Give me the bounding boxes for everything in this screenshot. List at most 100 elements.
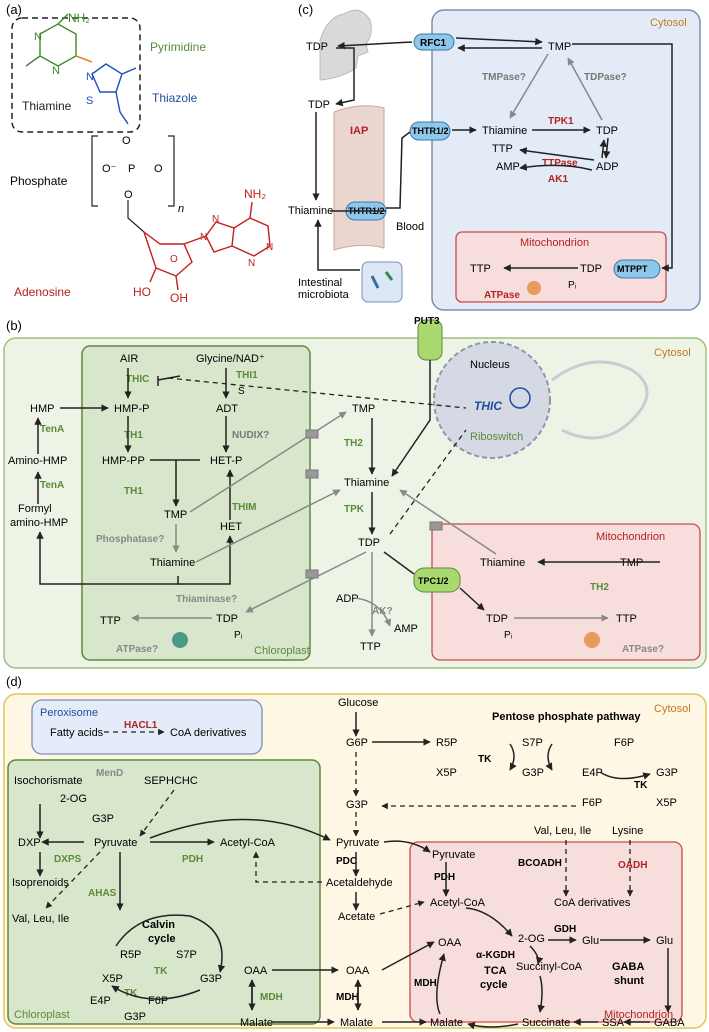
tpk-enzyme: TPK <box>344 504 365 515</box>
membrane-channels <box>305 429 443 579</box>
hmp-p-label: HMP-P <box>114 403 149 415</box>
tpk1-label: TPK1 <box>548 116 574 127</box>
panel-c: (c) Cytosol Mitochondrion TDP RFC1 TMP T… <box>288 2 701 311</box>
fatty-acids-label: Fatty acids <box>50 727 104 739</box>
formyl-label: Formyl <box>18 503 52 515</box>
2og-mito-label: 2-OG <box>518 933 545 945</box>
g3p-cyt-label: G3P <box>346 799 368 811</box>
adp-c: ADP <box>596 161 619 173</box>
x5p-label: X5P <box>436 767 457 779</box>
r5p-chl-label: R5P <box>120 949 141 961</box>
atpase-mito-b-enzyme: ATPase? <box>622 644 664 655</box>
g3p-c-label: G3P <box>92 813 114 825</box>
th1b-enzyme: TH1 <box>124 486 143 497</box>
tpc-label: TPC1/2 <box>418 576 449 586</box>
adt-label: ADT <box>216 403 238 415</box>
cytosol-b-label: Cytosol <box>654 347 691 359</box>
e4p-label: E4P <box>582 767 603 779</box>
thiamine-label: Thiamine <box>22 99 72 113</box>
r5p-label: R5P <box>436 737 457 749</box>
tmp-mito-b-label: TMP <box>620 557 643 569</box>
nh2-adenine-label: NH₂ <box>244 187 266 201</box>
f6p-label: F6P <box>614 737 634 749</box>
coa-deriv-mito-label: CoA derivatives <box>554 897 631 909</box>
n-ade2-label: N <box>212 214 219 225</box>
mito-b-region <box>431 523 701 661</box>
glu-mito-label: Glu <box>582 935 599 947</box>
riboswitch-icon <box>509 387 531 409</box>
tk2-enzyme: TK <box>634 780 648 791</box>
glu-cyt-label: Glu <box>656 935 673 947</box>
acetyl-coa-mito-label: Acetyl-CoA <box>430 897 486 909</box>
o-dbl-label: O <box>154 163 163 175</box>
thim-enzyme: THIM <box>232 502 256 513</box>
cytosol-d-label: Cytosol <box>654 703 691 715</box>
mito-d-region <box>409 841 683 1023</box>
bcoadh-enzyme: BCOADH <box>518 858 562 869</box>
ribose-ring <box>142 230 207 291</box>
malate-mito-label: Malate <box>430 1017 463 1029</box>
thiazole-ring <box>91 63 137 93</box>
mend-enzyme: MenD <box>96 768 123 779</box>
pi-chl-label: Pᵢ <box>234 630 243 641</box>
tpc-transporter[interactable] <box>413 567 461 593</box>
het-p-label: HET-P <box>210 455 242 467</box>
p-label: P <box>128 163 135 175</box>
isochorismate-label: Isochorismate <box>14 775 82 787</box>
amp-c: AMP <box>496 161 520 173</box>
calvin-label: Calvin <box>142 919 175 931</box>
pdc-enzyme: PDC <box>336 856 357 867</box>
vli-cyt-label: Val, Leu, Ile <box>534 825 591 837</box>
atpase-mito-b-icon <box>584 632 600 648</box>
chloroplast-b-label: Chloroplast <box>254 645 310 657</box>
mdh-cyt-enzyme: MDH <box>336 992 359 1003</box>
oaa-chl-label: OAA <box>244 965 268 977</box>
nh2-label: NH₂ <box>68 11 90 25</box>
x5p-chl-label: X5P <box>102 973 123 985</box>
pi-c: Pᵢ <box>568 280 577 291</box>
peroxisome-region <box>31 699 263 755</box>
panel-a-label: (a) <box>6 2 22 17</box>
thiamine-box <box>11 17 141 133</box>
phosphate-linker <box>127 200 145 233</box>
nudix-enzyme: NUDIX? <box>232 430 269 441</box>
sephchc-label: SEPHCHC <box>144 775 198 787</box>
atpase-c-icon <box>527 281 541 295</box>
tca-label: TCA <box>484 965 507 977</box>
malate-cyt-label: Malate <box>340 1017 373 1029</box>
pyrimidine-label: Pyrimidine <box>150 40 206 54</box>
f6p-chl-label: F6P <box>148 995 168 1007</box>
n-ade1-label: N <box>200 232 207 243</box>
acetaldehyde-label: Acetaldehyde <box>326 877 393 889</box>
chloroplast-d-label: Chloroplast <box>14 1009 70 1021</box>
adenine-rings <box>205 201 271 257</box>
succinate-label: Succinate <box>522 1017 570 1029</box>
panel-c-grey-arrows <box>509 53 603 121</box>
malate-chl-label: Malate <box>240 1017 273 1029</box>
panel-b-dashed-arrows <box>167 377 467 535</box>
tca-cycle-label: cycle <box>480 979 508 991</box>
glycine-nad-label: Glycine/NAD⁺ <box>196 353 265 365</box>
rfc1-transporter[interactable] <box>413 33 455 51</box>
thtr-upper-transporter[interactable] <box>409 121 451 141</box>
tk-chl-enzyme: TK <box>154 966 168 977</box>
bracket-left <box>91 135 98 207</box>
g3p-b-label: G3P <box>656 767 678 779</box>
panel-c-label: (c) <box>298 2 313 17</box>
cycle-label: cycle <box>148 933 176 945</box>
th2-mito-enzyme: TH2 <box>590 582 609 593</box>
n-subscript: n <box>178 203 184 215</box>
mtppt-transporter[interactable] <box>613 259 661 279</box>
amp-b-label: AMP <box>394 623 418 635</box>
g3p-a-label: G3P <box>522 767 544 779</box>
ttp-mito-b-label: TTP <box>616 613 637 625</box>
phosphate-label: Phosphate <box>10 174 68 188</box>
th1a-enzyme: TH1 <box>124 430 143 441</box>
blood-label: Blood <box>396 221 424 233</box>
intestinal-label: Intestinal <box>298 277 342 289</box>
vli-chl-label: Val, Leu, Ile <box>12 913 69 925</box>
pdh-chl-enzyme: PDH <box>182 854 203 865</box>
tdp-right: TDP <box>596 125 618 137</box>
dxps-enzyme: DXPS <box>54 854 82 865</box>
